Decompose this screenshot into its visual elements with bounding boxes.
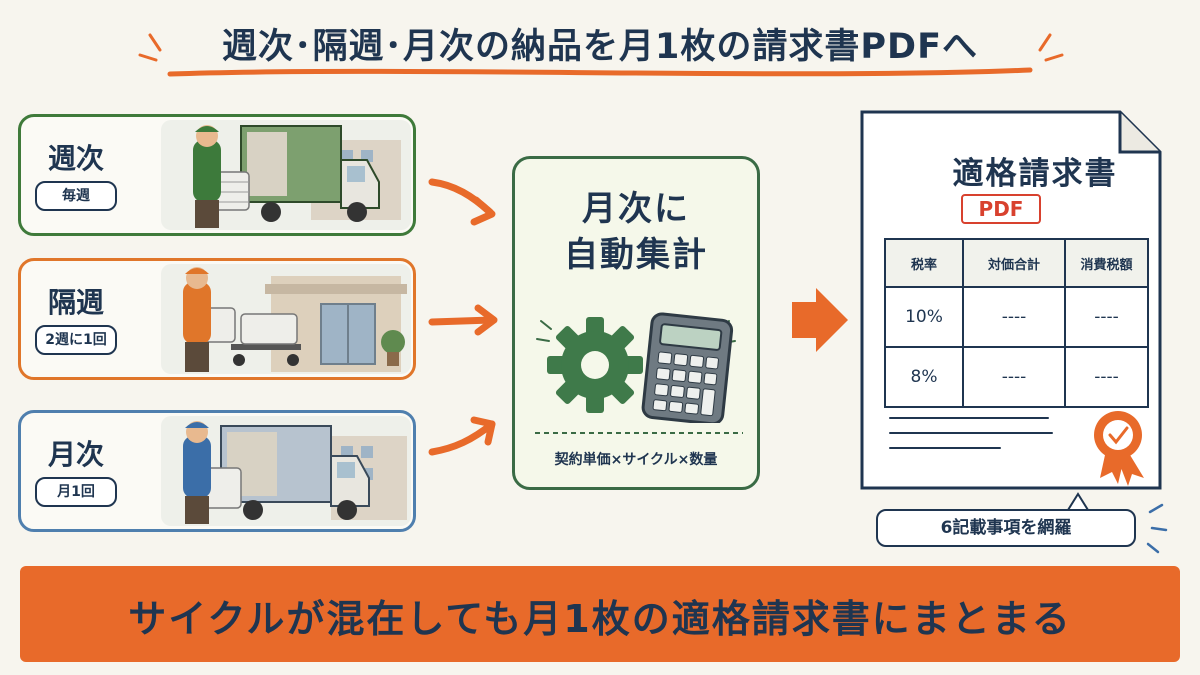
row-rate: 10% [884,286,964,348]
aggregation-title-line2: 自動集計 [564,235,708,275]
cycle-card-monthly: 月次 月1回 [18,410,416,532]
row-rate: 8% [884,346,964,408]
title-underline [167,67,1033,77]
tax-table-header-row: 税率 対価合計 消費税額 [884,238,1149,288]
invoice-text-lines [889,417,1053,449]
row-total: ---- [962,286,1066,348]
pdf-badge: PDF [961,194,1041,224]
header-tax-rate: 税率 [884,238,964,288]
aggregation-box: 月次に 自動集計 [512,156,760,490]
header-total: 対価合計 [962,238,1066,288]
aggregation-title-line1: 月次に [582,189,690,229]
gear-calculator-illustration [536,312,736,423]
tax-table: 税率 対価合計 消費税額 10% ---- ---- 8% ---- ---- [884,238,1149,408]
cycle-frequency: 毎週 [35,181,117,211]
table-row: 8% ---- ---- [884,346,1149,408]
calculator-icon [641,312,734,423]
delivery-illustration-weekly [161,120,411,230]
formula-divider [535,432,743,434]
gear-icon [547,317,643,413]
aggregation-formula: 契約単価×サイクル×数量 [554,452,718,468]
cycle-name: 月次 [47,438,104,471]
cycle-card-biweekly: 隔週 2週に1回 [18,258,416,380]
arrow-to-invoice [792,288,848,352]
approval-seal-icon [1094,411,1144,486]
cycle-frequency: 2週に1回 [35,325,117,355]
cycle-name: 隔週 [47,286,104,319]
arrow-biweekly [428,316,496,326]
cycle-name: 週次 [47,142,104,175]
invoice-requirements-callout: 6記載事項を網羅 [876,509,1136,547]
cycle-card-weekly: 週次 毎週 [18,114,416,236]
cycle-frequency: 月1回 [35,477,117,507]
arrow-monthly [428,420,496,456]
header-tax-amount: 消費税額 [1064,238,1149,288]
title-sparks [138,33,1064,62]
delivery-illustration-biweekly [161,264,411,374]
row-tax: ---- [1064,346,1149,408]
invoice-title: 適格請求書 [952,156,1118,192]
table-row: 10% ---- ---- [884,286,1149,348]
row-total: ---- [962,346,1066,408]
delivery-illustration-monthly [161,416,411,526]
summary-banner: サイクルが混在しても月1枚の適格請求書にまとまる [20,566,1180,662]
row-tax: ---- [1064,286,1149,348]
summary-banner-text: サイクルが混在しても月1枚の適格請求書にまとまる [128,597,1072,641]
invoice-dogear [1118,112,1160,154]
page-title: 週次･隔週･月次の納品を月1枚の請求書PDFへ [222,27,978,67]
